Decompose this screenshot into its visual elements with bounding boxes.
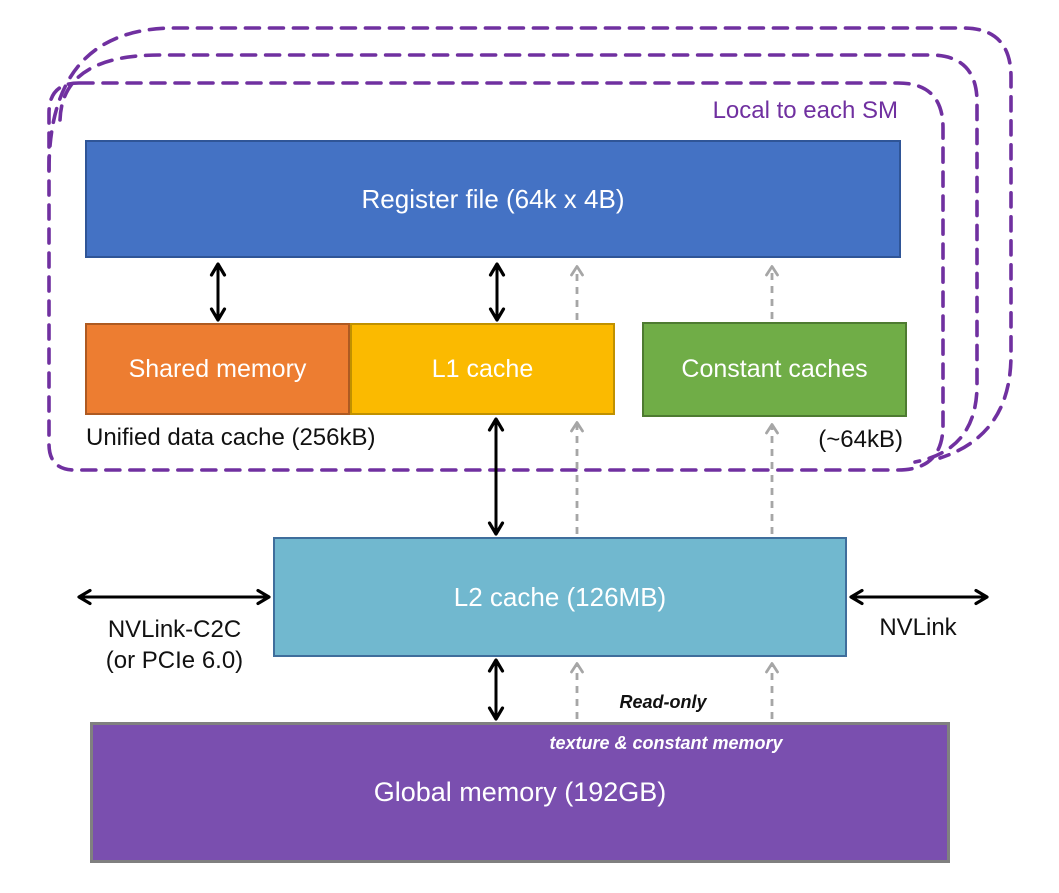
nvlink-c2c-line2: (or PCIe 6.0) (105, 647, 244, 674)
l2-cache-box: L2 cache (126MB) (273, 537, 847, 657)
sm-outline-back (47, 26, 1013, 460)
local-to-each-sm-label: Local to each SM (712, 97, 898, 124)
l1-cache-box: L1 cache (350, 323, 615, 415)
shared-memory-box: Shared memory (85, 323, 350, 415)
l1-cache-label: L1 cache (431, 354, 534, 383)
nvlink-c2c-line1: NVLink-C2C (107, 616, 242, 643)
register-file-box: Register file (64k x 4B) (85, 140, 901, 258)
read-only-label: Read-only (619, 692, 707, 712)
texture-constant-memory-label: texture & constant memory (549, 733, 783, 753)
global-memory-box: Global memory (192GB) texture & constant… (90, 722, 950, 863)
constant-caches-box: Constant caches (642, 322, 907, 417)
unified-data-cache-label: Unified data cache (256kB) (86, 424, 376, 451)
global-memory-label: Global memory (192GB) (373, 777, 667, 807)
sm-outline-middle (58, 53, 979, 464)
constant-caches-label: Constant caches (681, 355, 868, 383)
constant-cache-size-label: (~64kB) (818, 426, 903, 453)
shared-memory-label: Shared memory (128, 354, 307, 383)
sm-outline-front (47, 81, 945, 472)
l2-cache-label: L2 cache (126MB) (453, 581, 667, 612)
nvlink-c2c-label: NVLink-C2C (or PCIe 6.0) (72, 614, 277, 676)
register-file-label: Register file (64k x 4B) (361, 183, 625, 214)
nvlink-label: NVLink (879, 614, 957, 641)
